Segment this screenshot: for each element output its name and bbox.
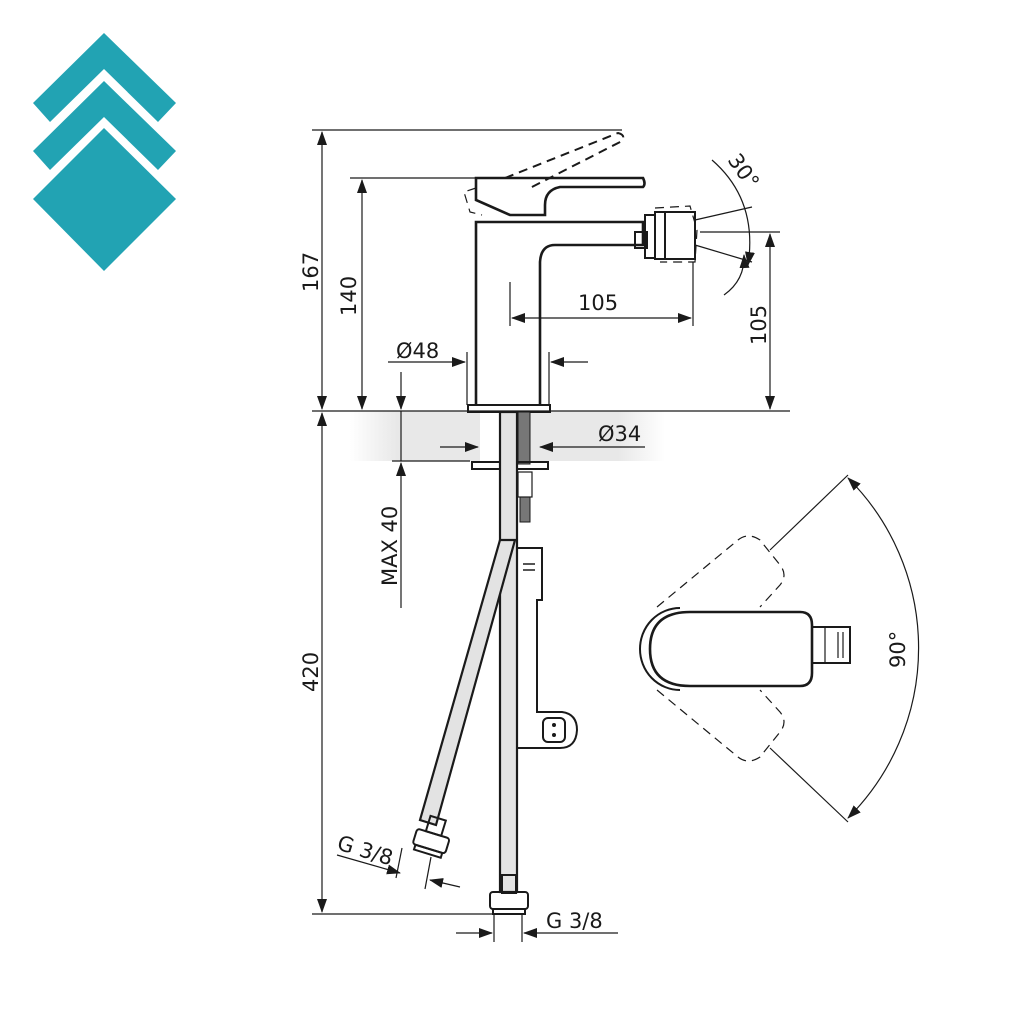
dim-hose-length: 420 xyxy=(299,652,323,692)
dim-base-diameter: Ø48 xyxy=(396,339,439,363)
logo-chevron-middle xyxy=(33,81,176,170)
logo-diamond xyxy=(33,128,176,271)
dim-spout-reach: 105 xyxy=(578,291,618,315)
logo-chevron-top xyxy=(33,33,176,122)
supply-hoses xyxy=(412,410,579,915)
dim-max-countertop: MAX 40 xyxy=(378,506,402,586)
dim-hose-connection-right: G 3/8 xyxy=(546,909,603,933)
dim-hose-connection-left: G 3/8 xyxy=(335,831,396,871)
faucet-top-view xyxy=(639,474,920,823)
dim-lever-height: 140 xyxy=(337,276,361,316)
threaded-rod xyxy=(517,411,531,465)
dim-spout-height: 105 xyxy=(747,305,771,345)
faucet-side-view xyxy=(463,131,698,413)
dim-overall-height: 167 xyxy=(299,252,323,292)
dim-lever-rotation: 90° xyxy=(886,631,910,668)
brand-logo xyxy=(33,33,176,271)
dim-hole-diameter: Ø34 xyxy=(598,422,641,446)
dim-aerator-angle: 30° xyxy=(723,149,764,193)
